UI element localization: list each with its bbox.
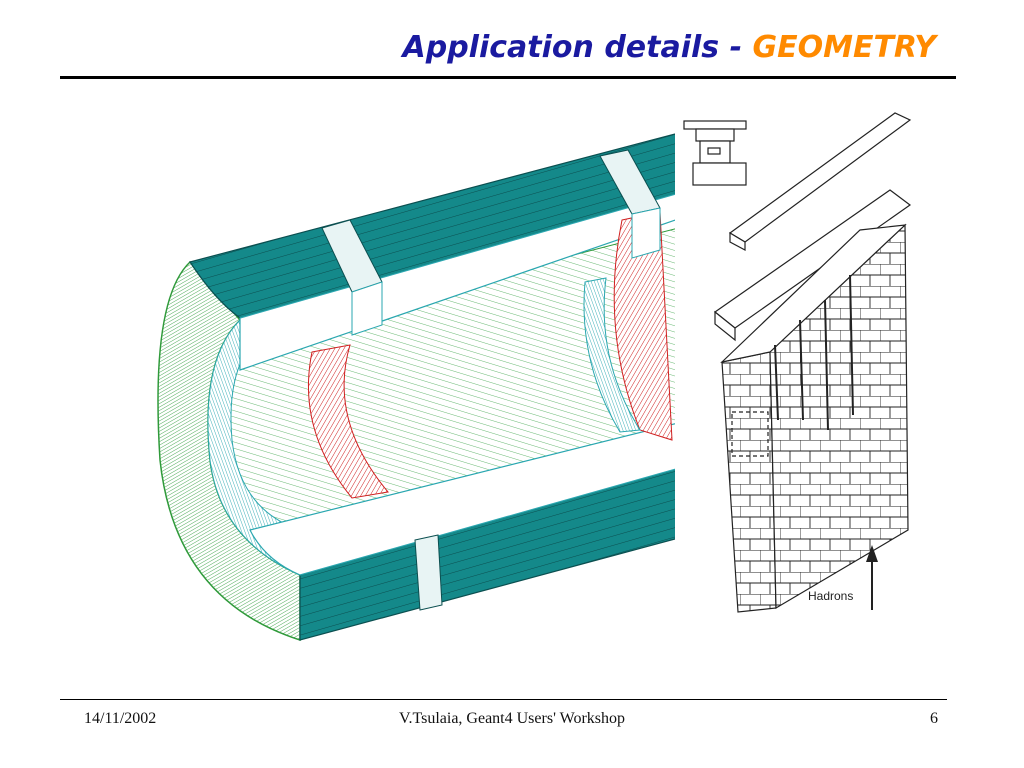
slide-title: Application details - GEOMETRY: [403, 30, 936, 65]
module-top-cap: [720, 224, 907, 364]
notch-top-2: [631, 207, 661, 259]
footer-page-number: 6: [930, 710, 938, 727]
tile-band-bottom: [414, 534, 443, 611]
girder-top-plate-side: [729, 231, 746, 251]
module-front-face: [721, 351, 777, 613]
fibre-bundles: [774, 274, 854, 431]
red-gap-left: [307, 344, 389, 499]
girder-lower-plate-side: [714, 310, 736, 342]
module-end-view-icon: [683, 120, 747, 186]
title-underline: [60, 76, 956, 79]
slide-title-main: Application details -: [402, 30, 753, 65]
hadrons-label: Hadrons: [808, 589, 853, 603]
tile-cut-face-top: [239, 193, 675, 371]
footer-author: V.Tsulaia, Geant4 Users' Workshop: [398, 710, 626, 727]
tile-module-exploded: [713, 112, 912, 613]
hadrons-arrow-icon: [866, 545, 878, 610]
slide-title-accent: GEOMETRY: [752, 30, 936, 65]
tile-cut-face-bottom: [249, 423, 675, 576]
lar-tile-barrel-cutaway: [157, 133, 675, 642]
footer-date: 14/11/2002: [84, 710, 157, 727]
electronics-drawer: [731, 411, 769, 457]
cyan-crack-mid: [583, 277, 641, 433]
notch-top-1: [351, 281, 383, 336]
footer-rule: [60, 699, 947, 700]
